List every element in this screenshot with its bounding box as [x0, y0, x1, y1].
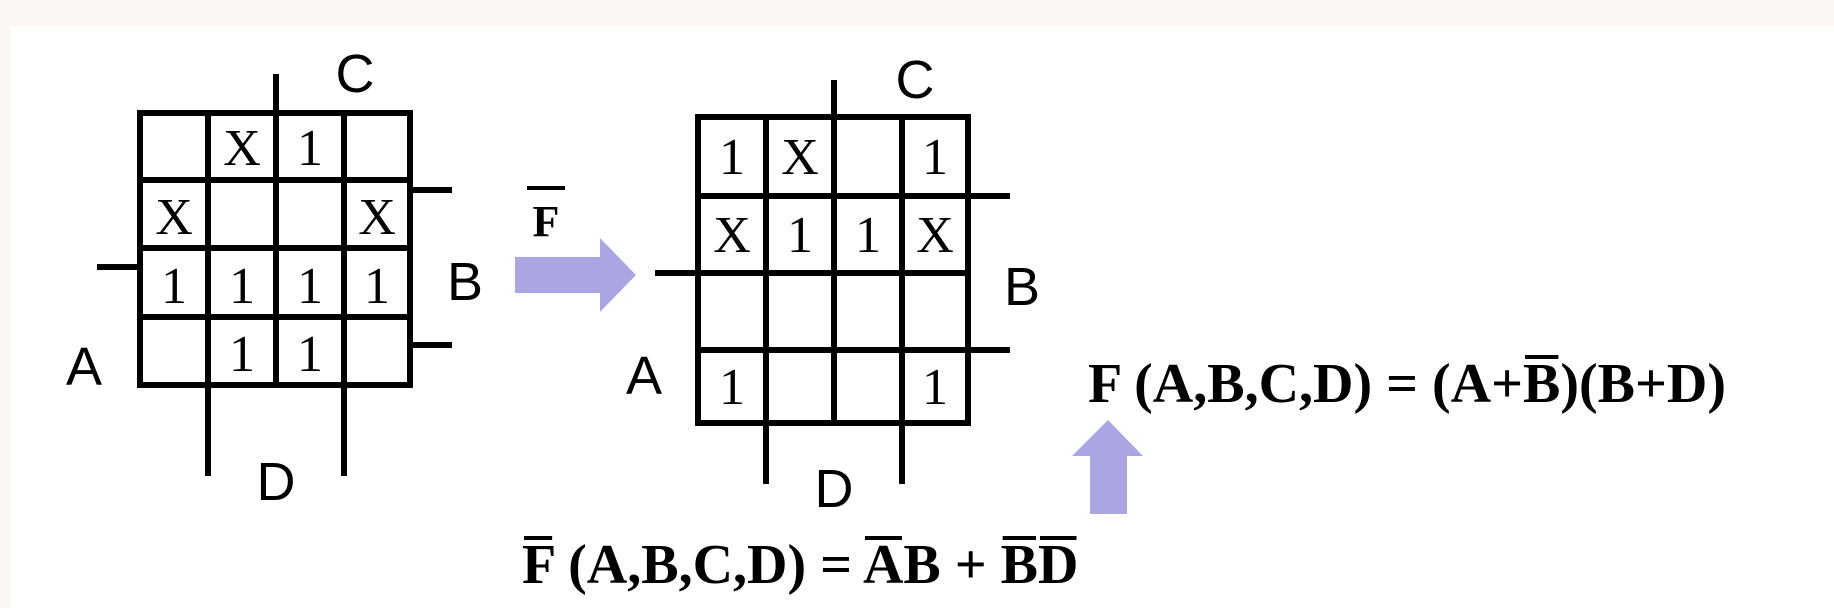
kmap-left-cell-r1c3: 1	[297, 120, 323, 177]
kmap-right-label-c: C	[896, 50, 935, 110]
kmap-right-label-a: A	[626, 346, 662, 406]
kmap-left-cell-r3c1: 1	[161, 258, 187, 315]
up-arrow-icon	[1072, 420, 1143, 514]
complement-arrow: F	[515, 186, 636, 312]
kmap-right-label-d: D	[815, 459, 854, 519]
kmap-left-cell-r3c3: 1	[297, 258, 323, 315]
equation-fbar-plus: +	[941, 534, 1001, 596]
kmap-right-cell-r4c4: 1	[922, 359, 948, 416]
kmap-right-cell-r2c1: X	[713, 207, 751, 264]
equation-f-bar-var: B	[1523, 353, 1560, 415]
kmap-right-cell-r1c2: X	[781, 129, 819, 186]
arrow-label: F	[533, 197, 560, 246]
equation-fbar: F (A,B,C,D) = AB + BD	[522, 534, 1078, 596]
kmap-right-label-b: B	[1004, 257, 1040, 317]
equation-f-rest: )(B+D)	[1560, 353, 1726, 415]
kmap-right-cell-r2c4: X	[916, 207, 954, 264]
kmap-right-cell-r1c4: 1	[922, 129, 948, 186]
kmap-left-cell-r2c1: X	[155, 189, 193, 246]
kmap-right-cell-r1c1: 1	[719, 129, 745, 186]
kmap-left-label-d: D	[257, 452, 296, 512]
kmap-right-cell-r2c3: 1	[855, 207, 881, 264]
equation-fbar-args: (A,B,C,D) =	[554, 534, 863, 596]
kmap-right-cell-r4c1: 1	[719, 359, 745, 416]
svg-text:F (A,B,C,D) = AB + BD: F (A,B,C,D) = AB + BD	[522, 534, 1078, 596]
equation-fbar-t1b: B	[903, 534, 940, 596]
kmap-left-cell-r2c4: X	[358, 189, 396, 246]
equation-fbar-t1a: A	[863, 534, 904, 596]
kmap-left-cell-r3c4: 1	[364, 258, 390, 315]
svg-text:F (A,B,C,D) = (A+B)(B+D): F (A,B,C,D) = (A+B)(B+D)	[1088, 353, 1726, 415]
kmap-left-cell-r4c2: 1	[229, 326, 255, 383]
kmap-left-label-b: B	[447, 252, 483, 312]
kmap-left-label-a: A	[66, 337, 102, 397]
equation-fbar-t2b: D	[1038, 534, 1078, 596]
kmap-left-variable-bars	[97, 74, 452, 476]
kmap-left-label-c: C	[336, 44, 375, 104]
equation-fbar-lhs-var: F	[522, 534, 554, 596]
equation-f-lhs: F (A,B,C,D) = (A+	[1088, 353, 1523, 415]
kmap-left-cell-r4c3: 1	[297, 326, 323, 383]
kmap-left-grid	[137, 110, 413, 388]
right-arrow-icon	[515, 238, 636, 312]
kmap-right-variable-bars	[655, 80, 1010, 484]
kmap-right-cell-r2c2: 1	[787, 207, 813, 264]
equation-fbar-t2a: B	[1001, 534, 1038, 596]
equation-f: F (A,B,C,D) = (A+B)(B+D)	[1088, 353, 1726, 415]
kmap-left-cell-r1c2: X	[223, 120, 261, 177]
kmap-left-cell-r3c2: 1	[229, 258, 255, 315]
